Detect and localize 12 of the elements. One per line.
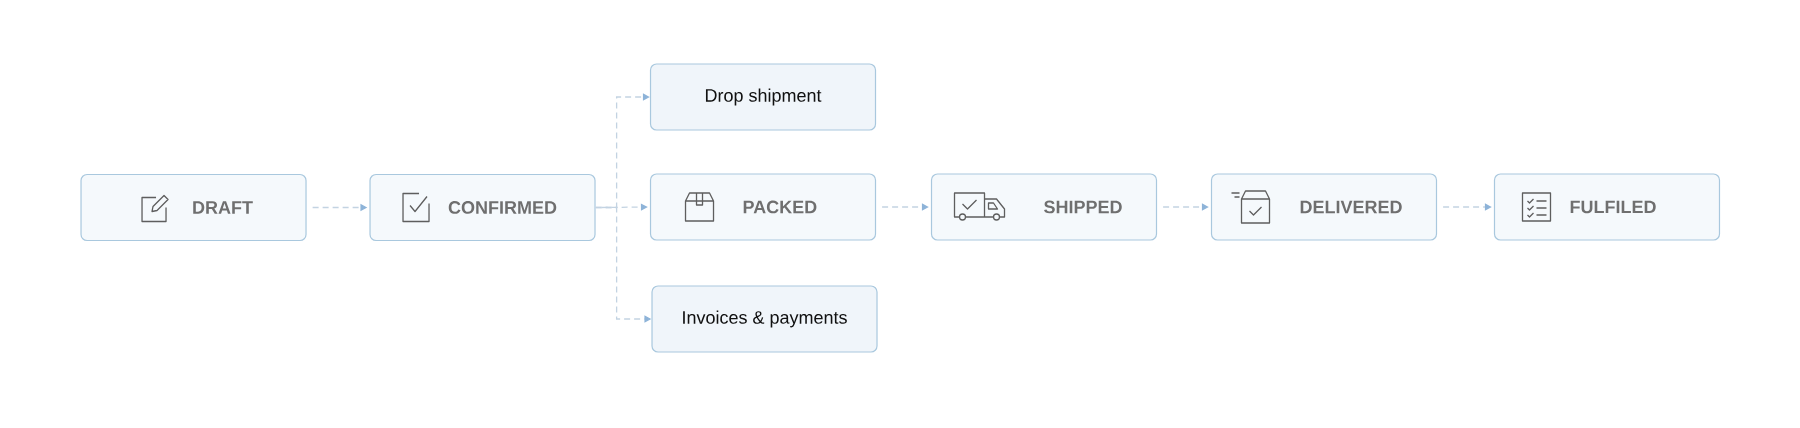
status-box: FULFILED — [1493, 173, 1721, 241]
status-box: Invoices & payments — [651, 285, 878, 353]
status-box: CONFIRMED — [369, 173, 596, 242]
arrow — [921, 203, 929, 211]
status-box: DRAFT — [80, 173, 307, 242]
status-box: Drop shipment — [649, 63, 877, 131]
arrow — [1484, 203, 1492, 211]
arrow — [640, 203, 648, 211]
status-box: SHIPPED — [930, 173, 1158, 241]
arrow — [1201, 203, 1209, 211]
status-box: DELIVERED — [1210, 173, 1438, 241]
status-box: PACKED — [649, 173, 877, 241]
